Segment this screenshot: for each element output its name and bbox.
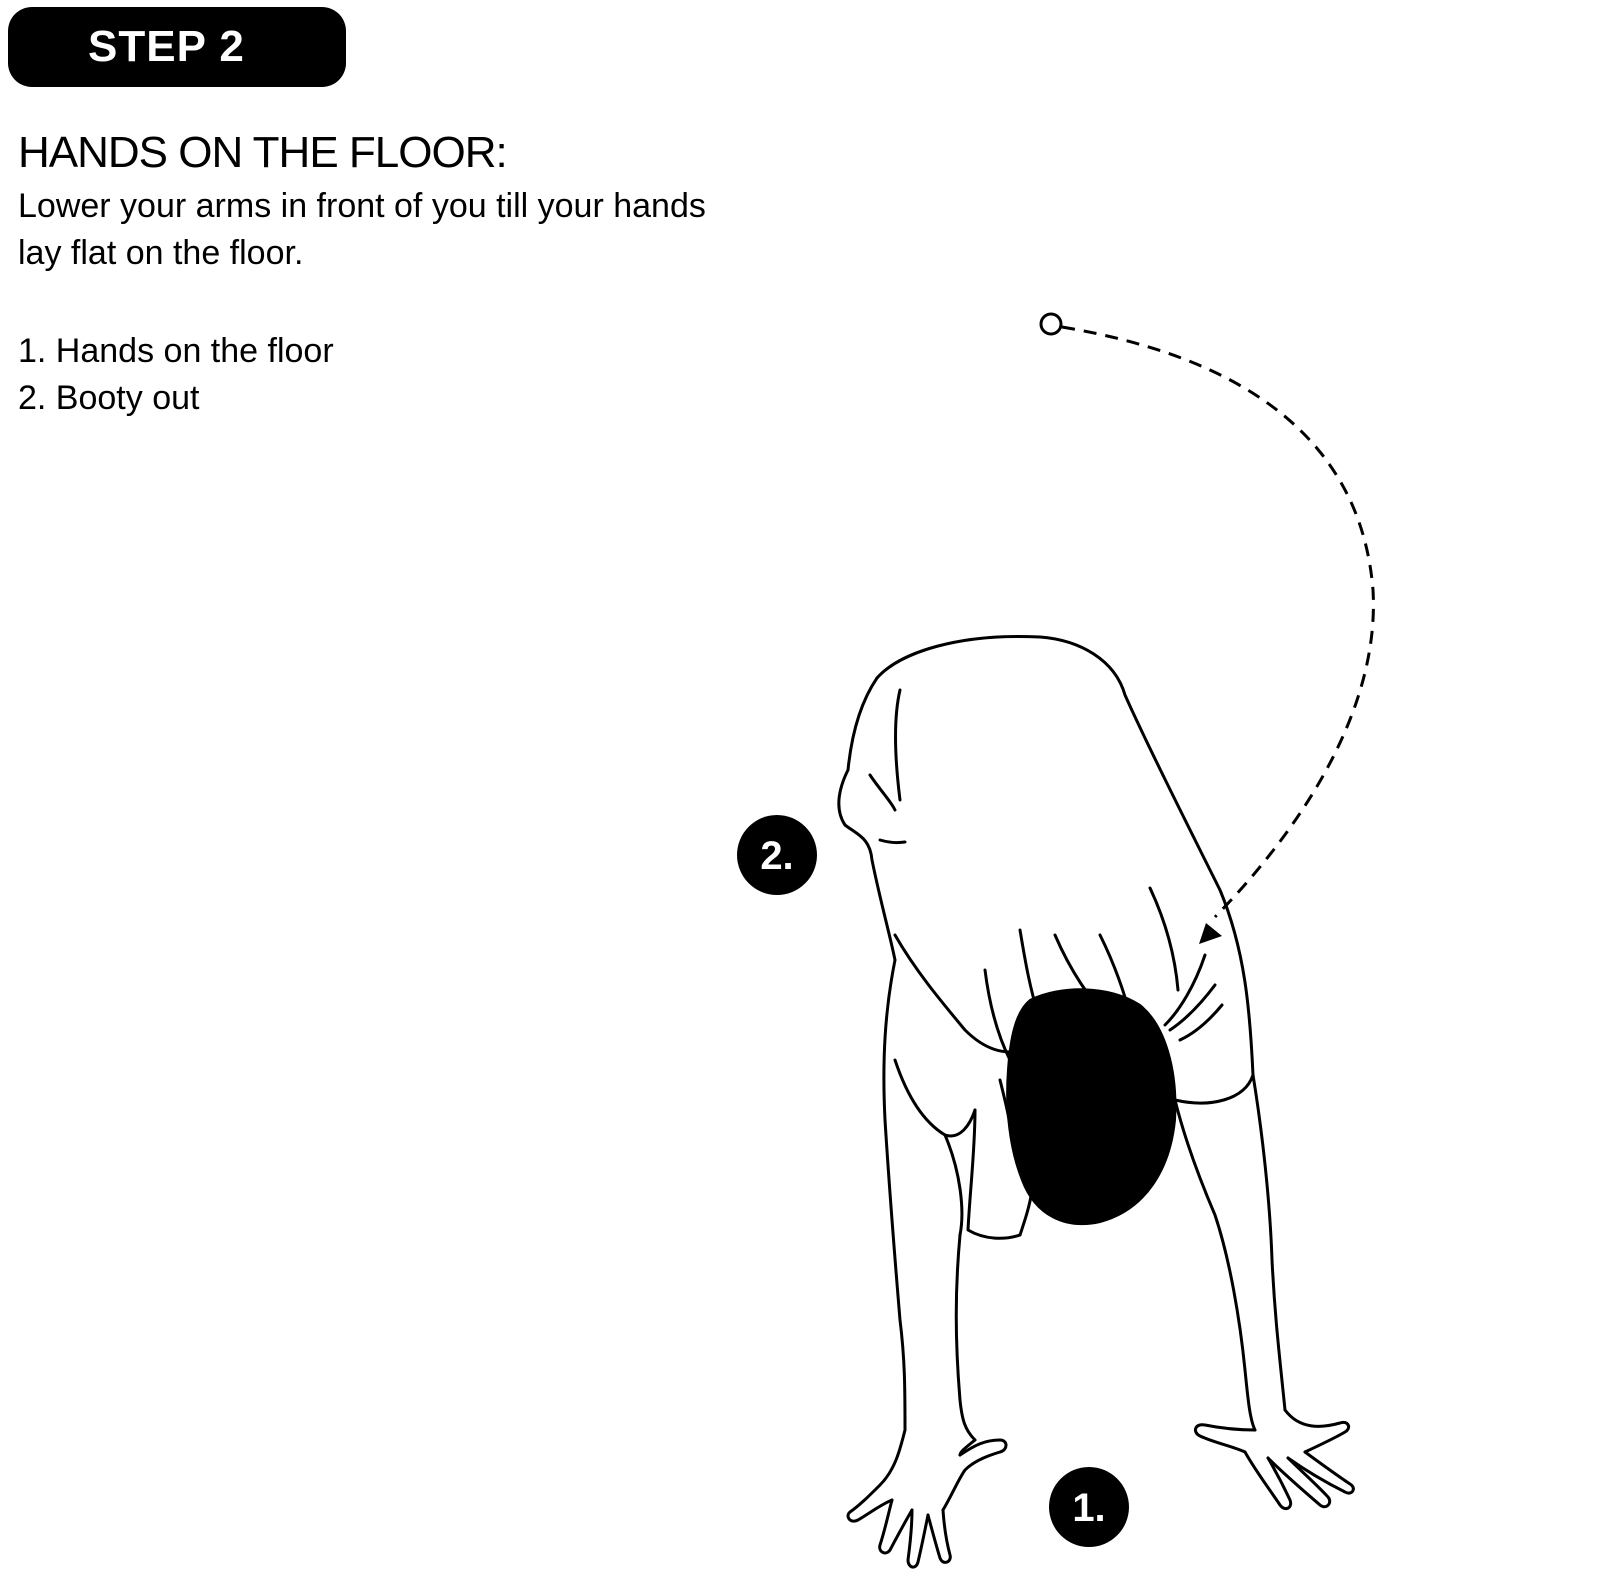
step-item-booty: 2. Booty out bbox=[18, 379, 200, 417]
step-badge-label: STEP 2 bbox=[88, 22, 245, 71]
head-shape bbox=[1006, 988, 1177, 1226]
person-figure bbox=[837, 634, 1355, 1569]
step-item-hands: 1. Hands on the floor bbox=[18, 332, 334, 370]
marker-1-label: 1. bbox=[1072, 1486, 1105, 1530]
marker-2-label: 2. bbox=[760, 834, 793, 878]
motion-path-arrow bbox=[1039, 312, 1375, 944]
marker-2-badge: 2. bbox=[737, 815, 817, 895]
step-badge: STEP 2 bbox=[8, 7, 346, 87]
marker-1-badge: 1. bbox=[1049, 1467, 1129, 1547]
instruction-heading: HANDS ON THE FLOOR: bbox=[18, 128, 508, 177]
steps-list: 1. Hands on the floor 2. Booty out bbox=[18, 328, 334, 422]
instruction-description: Lower your arms in front of you till you… bbox=[18, 187, 706, 272]
